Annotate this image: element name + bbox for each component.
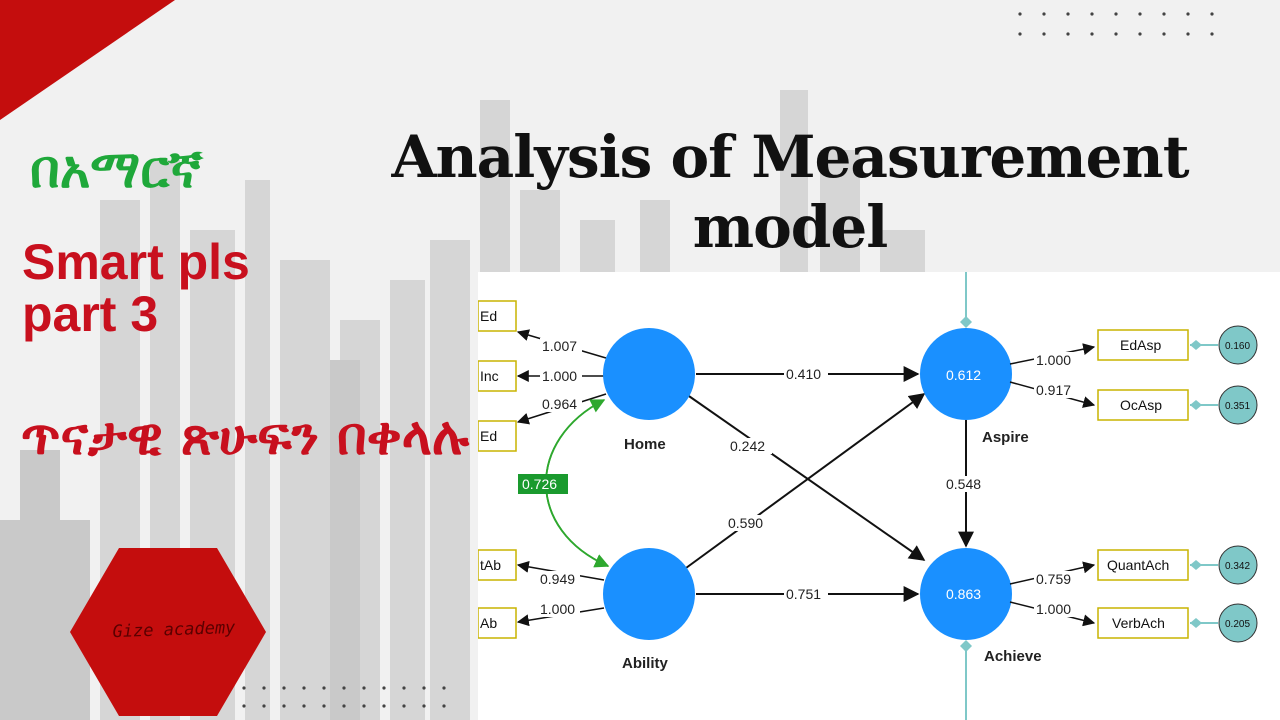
label-bg [1034,601,1076,617]
label-bg [540,338,582,354]
error-diamond [1190,560,1202,570]
error-term-ocasp [1218,385,1258,425]
indicator-label: Ed [480,428,497,444]
correlation-value: 0.726 [522,476,557,492]
video-title: Analysis of Measurement model [391,123,1189,261]
loading-value: 1.000 [1036,601,1071,617]
label-bg [1034,382,1076,398]
label-bg [944,476,988,492]
indicator-label: Inc [480,368,499,384]
construct-node-aspire[interactable] [920,328,1012,420]
loading-value: 1.000 [542,368,577,384]
path-home-achieve [685,393,926,561]
r-squared-aspire: 0.612 [946,367,981,383]
label-bg [728,438,772,454]
error-diamond [1190,400,1202,410]
decorative-dots-top [1018,12,1214,36]
construct-node-ability[interactable] [603,548,695,640]
indicator-label: Ab [480,615,497,631]
loading-value: 1.007 [542,338,577,354]
label-bg [784,586,828,602]
pls-path-model: Ed Inc Ed tAb Ab 1.007 1.000 0.964 0.949… [478,272,1258,720]
label-bg [538,571,580,587]
correlation-badge [518,474,568,494]
indicator-box [478,420,517,452]
error-value: 0.342 [1225,561,1250,572]
label-bg [726,515,770,531]
error-term-verbach [1218,603,1258,643]
error-value: 0.160 [1225,341,1250,352]
indicator-box-verbach [1097,607,1189,639]
indicator-label: VerbAch [1112,615,1165,631]
error-value: 0.351 [1225,401,1250,412]
error-diamond [1190,618,1202,628]
path-coef: 0.410 [786,366,821,382]
construct-label-achieve: Achieve [984,648,1042,665]
loading-value: 0.917 [1036,382,1071,398]
label-bg [1034,571,1076,587]
construct-label-ability: Ability [622,655,668,672]
loading-value: 1.000 [1036,352,1071,368]
construct-label-aspire: Aspire [982,429,1029,446]
decorative-dots-bottom [242,686,446,708]
error-term-quantach [1218,545,1258,585]
indicator-box-edasp [1097,329,1189,361]
loading-value: 0.949 [540,571,575,587]
construct-label-home: Home [624,436,666,453]
error-term-edasp [1218,325,1258,365]
amharic-subtitle: ጥናታዊ ጽሁፍን በቀላሉ [20,407,470,467]
amharic-heading: በአማርኛ [30,140,203,200]
indicator-label: OcAsp [1120,397,1162,413]
indicator-label: tAb [480,557,501,573]
error-value: 0.205 [1225,619,1250,630]
label-bg [538,601,580,617]
guide-diamond-bottom [960,640,972,652]
label-bg [784,366,828,382]
indicator-box [478,607,517,639]
error-diamond [1190,340,1202,350]
label-bg [1034,352,1076,368]
r-squared-achieve: 0.863 [946,586,981,602]
construct-node-home[interactable] [603,328,695,420]
path-ability-aspire [685,393,926,569]
indicator-box [478,549,517,581]
series-label: Smart pls part 3 [22,234,250,342]
indicator-label: QuantAch [1107,557,1169,573]
indicator-label: EdAsp [1120,337,1161,353]
label-bg [540,368,582,384]
loading-value: 0.964 [542,396,577,412]
label-bg [540,396,582,412]
path-coef: 0.242 [730,438,765,454]
loading-value: 1.000 [540,601,575,617]
indicator-box-quantach [1097,549,1189,581]
indicator-box [478,360,517,392]
hexagon-badge [70,548,266,716]
indicator-box [478,300,517,332]
red-corner-triangle [0,0,175,120]
construct-node-achieve[interactable] [920,548,1012,640]
loading-value: 0.759 [1036,571,1071,587]
path-coef: 0.548 [946,476,981,492]
path-coef: 0.590 [728,515,763,531]
path-coef: 0.751 [786,586,821,602]
guide-diamond-top [960,316,972,328]
indicator-box-ocasp [1097,389,1189,421]
indicator-label: Ed [480,308,497,324]
